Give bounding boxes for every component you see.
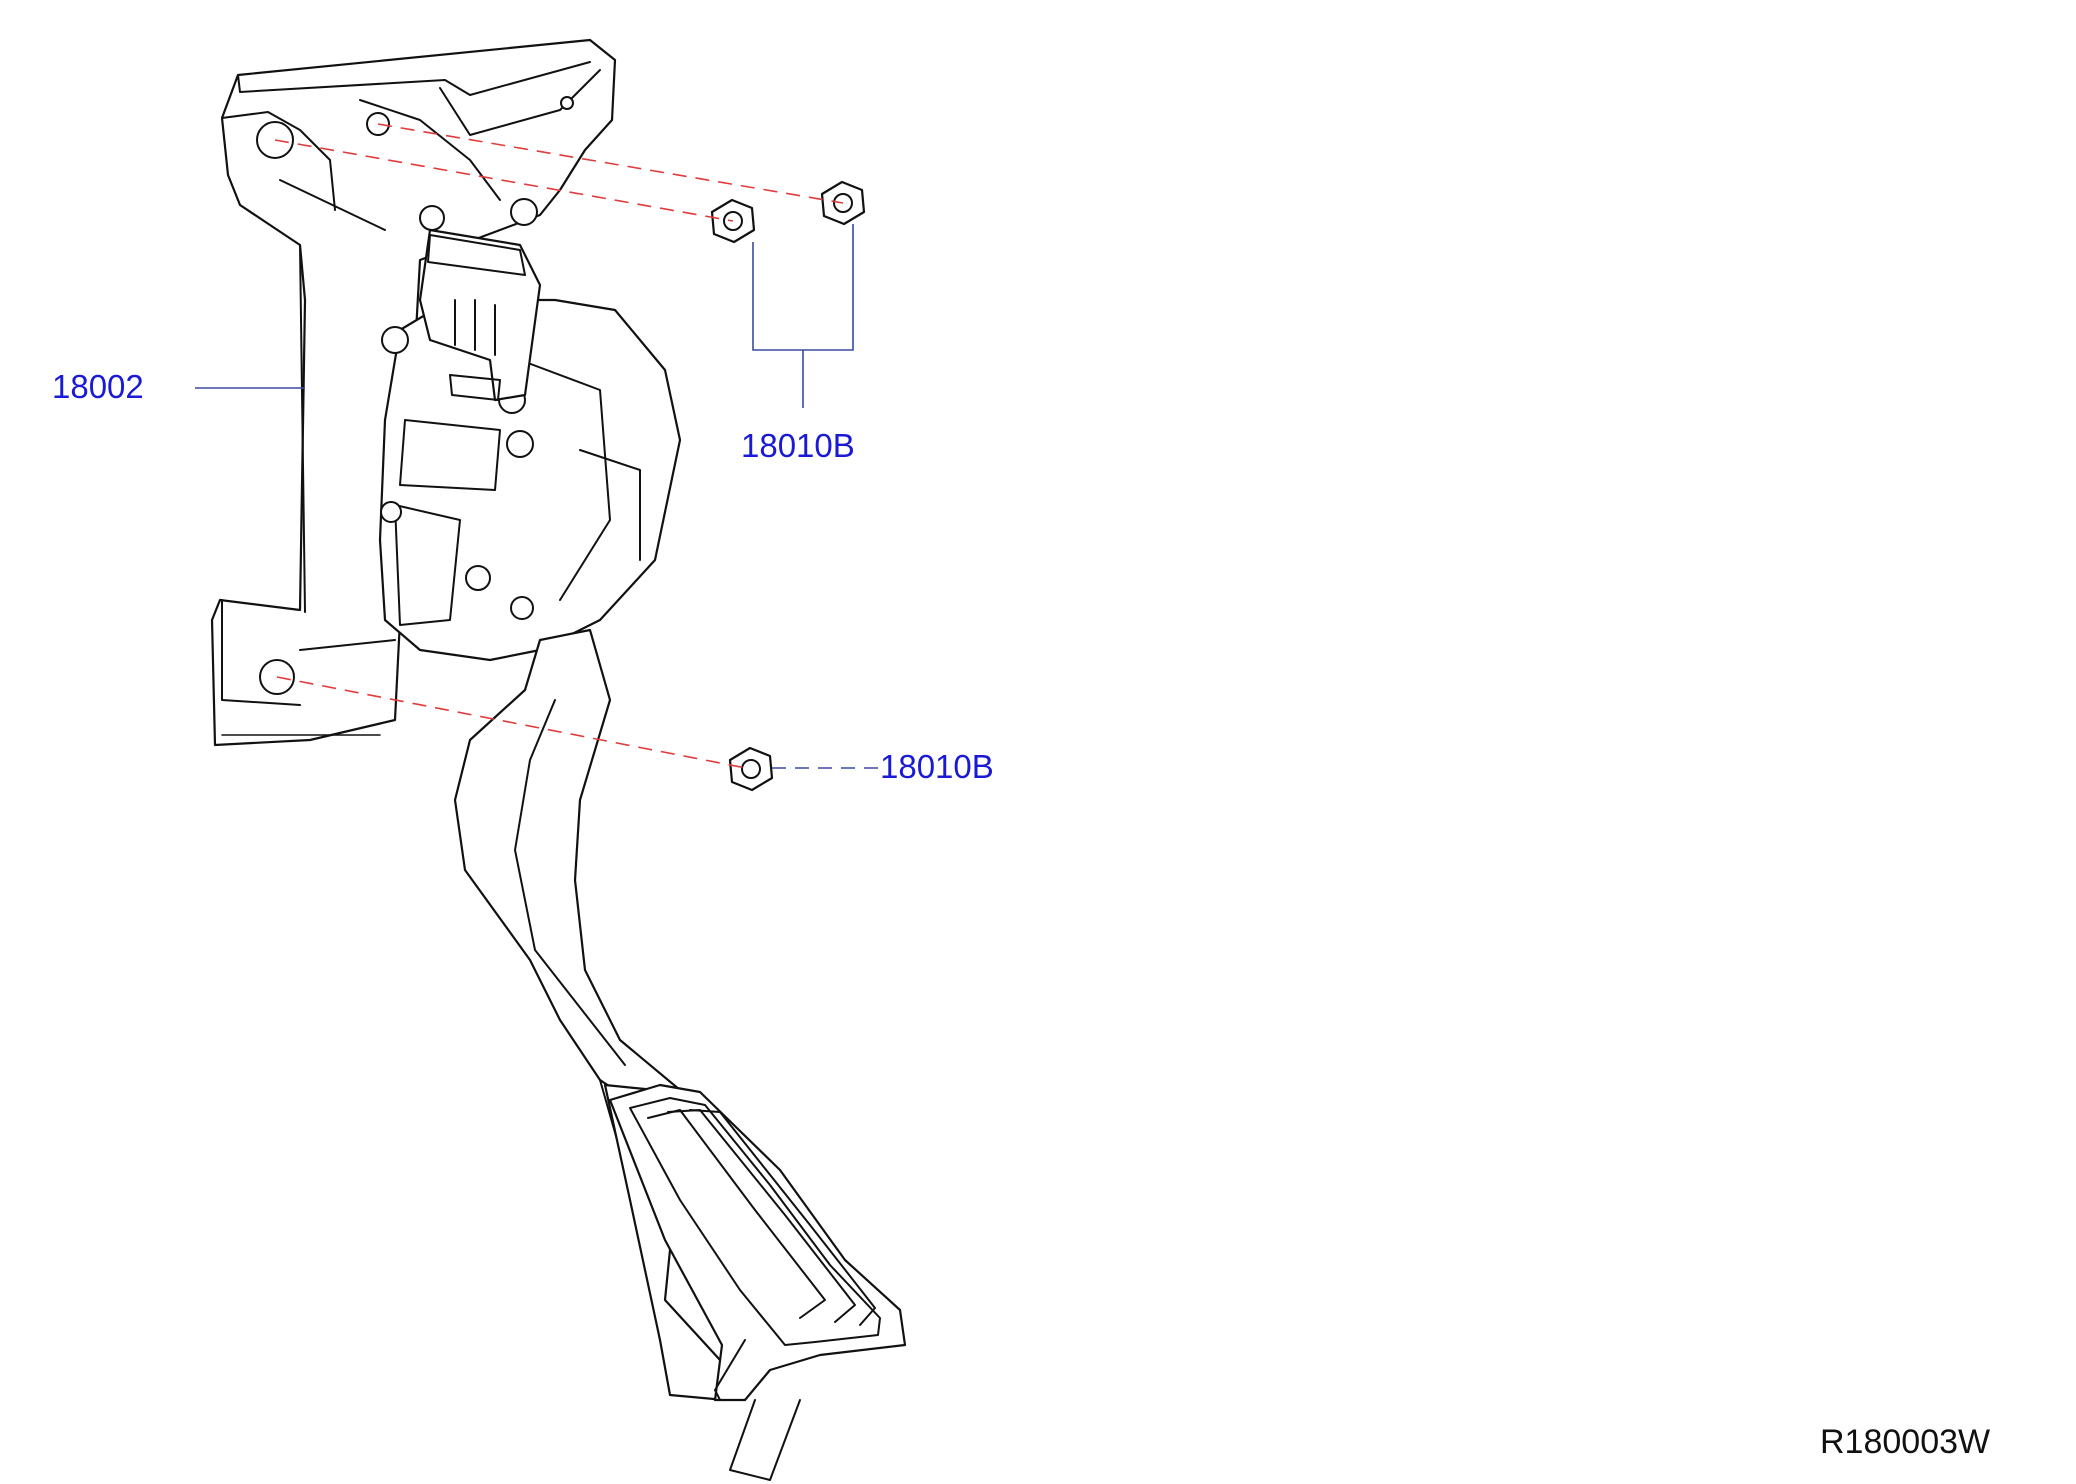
diagram-reference-code: R180003W: [1820, 1423, 1990, 1461]
pedal-sensor-housing: [378, 298, 682, 662]
callout-leaders: [195, 224, 880, 769]
callout-18010b-lower[interactable]: 18010B: [880, 748, 994, 785]
nut-lower: [728, 746, 774, 792]
alignment-lines: [274, 123, 844, 770]
pedal-arm: [453, 628, 727, 1402]
leader-18010b-upper: [752, 224, 854, 408]
pedal-pad: [608, 1083, 907, 1481]
sensor-connector: [418, 228, 542, 402]
callout-18010b-upper[interactable]: 18010B: [741, 427, 855, 464]
callout-18002[interactable]: 18002: [52, 368, 144, 405]
